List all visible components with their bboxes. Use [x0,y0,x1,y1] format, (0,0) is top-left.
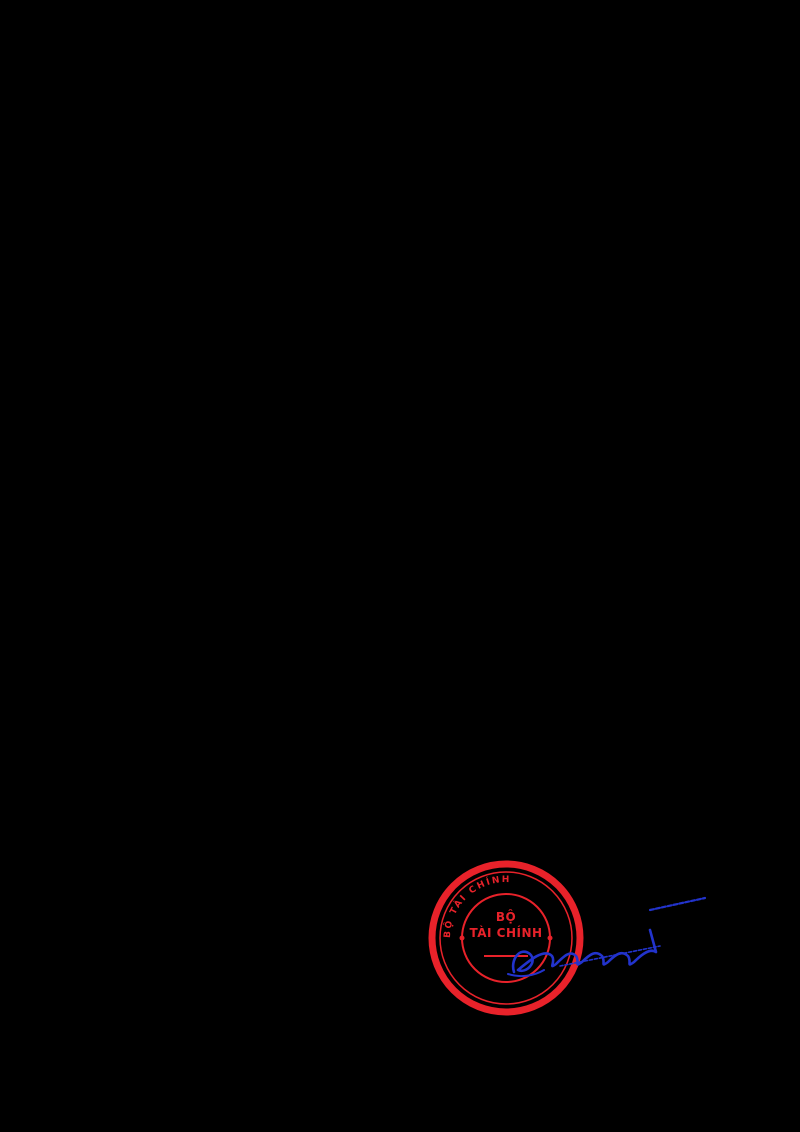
seal-inner-ring [439,871,573,1005]
signature-tail [507,969,545,978]
signature-flourish-bottom [559,945,661,967]
signature-stroke [511,928,658,974]
seal-title-line-2: TÀI CHÍNH [469,926,543,940]
seal-star-right [547,935,553,941]
seal-title-line-1: BỘ [495,910,517,924]
handwritten-signature [507,896,707,978]
seal-star-left [459,935,465,941]
seal-graphic: BỘ TÀI CHÍNH [428,860,584,1016]
signature-flourish-top [648,896,707,912]
seal-outer-ring [428,860,584,1016]
official-seal: BỘ TÀI CHÍNH BỘ TÀI CHÍNH [426,858,586,1018]
